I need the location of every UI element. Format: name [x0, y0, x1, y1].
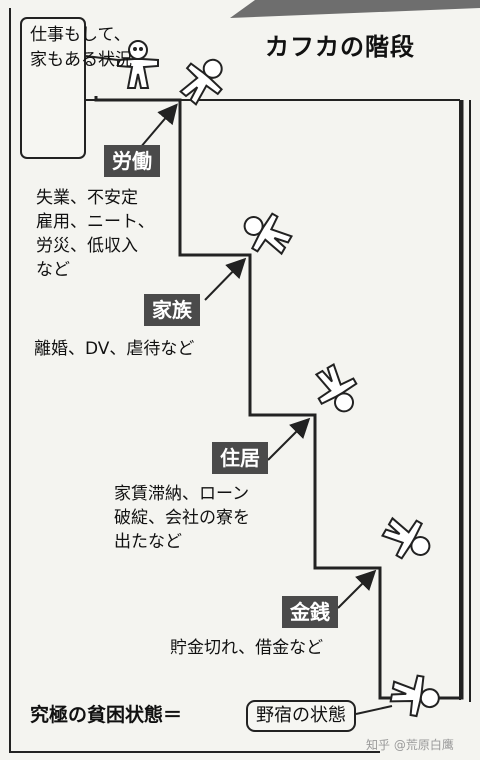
final-pointer	[355, 705, 393, 715]
step-label-housing: 住居	[212, 442, 268, 474]
arrow-up-right-icon	[139, 103, 178, 149]
note-line: 離婚、DV、虐待など	[34, 339, 195, 359]
callout-line: 仕事もして、	[30, 25, 131, 45]
arrow-up-right-icon	[204, 257, 247, 301]
note-line: 家賃滞納、ローン	[114, 484, 250, 504]
stick-figure-icon	[243, 212, 293, 256]
note-line: など	[36, 260, 70, 280]
note-line: 労災、低収入	[36, 236, 138, 256]
stick-figure-icon	[389, 674, 440, 718]
step-note-family: 離婚、DV、虐待など	[34, 337, 194, 361]
callout-pointer	[85, 55, 119, 61]
callout-box: 仕事もして、 家もある状況	[20, 17, 132, 159]
arrow-up-right-icon	[267, 417, 311, 461]
left-frame	[9, 8, 380, 753]
stick-figure-icon	[314, 363, 358, 413]
step-note-housing: 家賃滞納、ローン 破綻、会社の寮を 出たなど	[114, 482, 250, 554]
arrow-up-right-icon	[337, 569, 377, 609]
step-note-labor: 失業、不安定 雇用、ニート、 労災、低収入 など	[36, 186, 155, 282]
step-label-labor: 労働	[104, 145, 160, 177]
note-line: 雇用、ニート、	[36, 212, 155, 232]
ultimate-text: 究極の貧困状態	[30, 704, 164, 726]
page-title: カフカの階段	[265, 33, 415, 61]
stick-figure-icon	[381, 516, 431, 560]
stick-figure-icon	[179, 58, 223, 106]
ultimate-poverty-label: 究極の貧困状態＝	[30, 700, 182, 727]
note-line: 失業、不安定	[36, 188, 138, 208]
watermark: 知乎 @荒原白鹰	[366, 738, 454, 752]
right-rail	[459, 100, 471, 702]
note-line: 貯金切れ、借金など	[170, 638, 324, 658]
equals-sign: ＝	[163, 704, 183, 726]
step-label-money: 金銭	[282, 596, 338, 628]
step-label-family: 家族	[144, 294, 200, 326]
stick-figure-icon	[117, 40, 159, 89]
note-line: 破綻、会社の寮を	[114, 508, 250, 528]
callout-line: 家もある状況	[30, 50, 132, 70]
note-line: 出たなど	[114, 532, 182, 552]
final-state-box: 野宿の状態	[246, 700, 356, 732]
step-note-money: 貯金切れ、借金など	[170, 636, 323, 660]
